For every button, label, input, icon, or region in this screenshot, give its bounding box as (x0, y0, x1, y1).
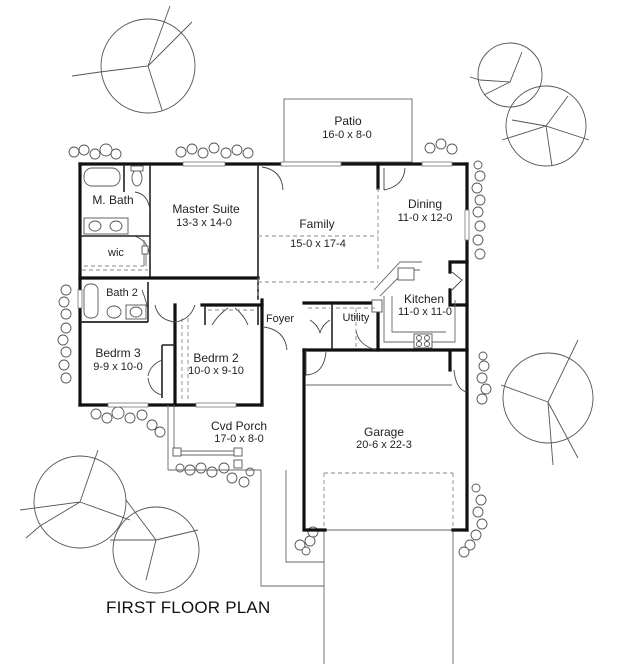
master-bath-label: M. Bath (92, 193, 133, 207)
tree-icon (469, 42, 543, 108)
garage-dims: 20-6 x 22-3 (356, 439, 412, 451)
toilet-icon (106, 305, 122, 319)
shrub-icon (471, 160, 486, 260)
closet-shelves (84, 240, 376, 348)
bedroom2-label: Bedrm 2 (193, 351, 239, 365)
wic-label: wic (107, 247, 124, 259)
bathtub-icon (83, 283, 99, 319)
foyer-label: Foyer (266, 313, 294, 325)
dining-dims: 11-0 x 12-0 (398, 212, 453, 224)
toilet-icon (131, 169, 143, 187)
dining-label: Dining (408, 197, 442, 211)
master-suite-label: Master Suite (172, 202, 240, 216)
tree-icon (500, 339, 594, 466)
doors (133, 166, 468, 396)
sink-icon (397, 267, 415, 281)
master-bath-fixtures (83, 165, 144, 235)
patio-label: Patio (334, 114, 362, 128)
tree-icon (71, 5, 196, 114)
bathtub-icon (83, 167, 121, 187)
column-icon (233, 459, 243, 469)
patio-outline (283, 98, 413, 163)
garage-label: Garage (364, 425, 404, 439)
family-label: Family (299, 217, 334, 231)
patio-dims: 16-0 x 8-0 (322, 129, 372, 141)
room-labels: Patio 16-0 x 8-0 M. Bath wic Master Suit… (92, 114, 452, 451)
bath2-fixtures (83, 283, 147, 320)
plan-title: FIRST FLOOR PLAN (106, 598, 270, 617)
master-suite-dims: 13-3 x 14-0 (176, 217, 232, 229)
shrub-icon (458, 483, 488, 558)
utility-label: Utility (343, 312, 370, 324)
driveway (323, 472, 454, 664)
dashed-boundaries (82, 188, 379, 400)
sink-icon (129, 306, 143, 318)
shrub-icon (57, 284, 72, 384)
shrub-icon (68, 143, 122, 160)
bedroom2-dims: 10-0 x 9-10 (188, 365, 244, 377)
tree-icon (19, 449, 131, 549)
stove-icon (413, 333, 433, 349)
column-icon (233, 447, 243, 457)
tree-icon (110, 499, 200, 594)
covered-porch-label: Cvd Porch (211, 419, 267, 433)
covered-porch-dims: 17-0 x 8-0 (214, 433, 264, 445)
bath2-label: Bath 2 (106, 287, 138, 299)
tree-icon (501, 85, 590, 167)
shrub-icon (476, 351, 492, 405)
column-icon (172, 447, 182, 457)
shrub-icon (424, 138, 458, 155)
kitchen-fixtures (371, 261, 456, 349)
windows (77, 161, 470, 408)
porch-columns (167, 405, 243, 470)
shrub-icon (90, 406, 166, 438)
shrub-icon (175, 142, 254, 159)
family-dims: 15-0 x 17-4 (290, 238, 346, 250)
kitchen-dims: 11-0 x 11-0 (398, 306, 452, 318)
bedroom3-dims: 9-9 x 10-0 (93, 361, 143, 373)
bedroom3-label: Bedrm 3 (95, 346, 141, 360)
walkway (168, 469, 324, 587)
kitchen-label: Kitchen (404, 292, 444, 306)
